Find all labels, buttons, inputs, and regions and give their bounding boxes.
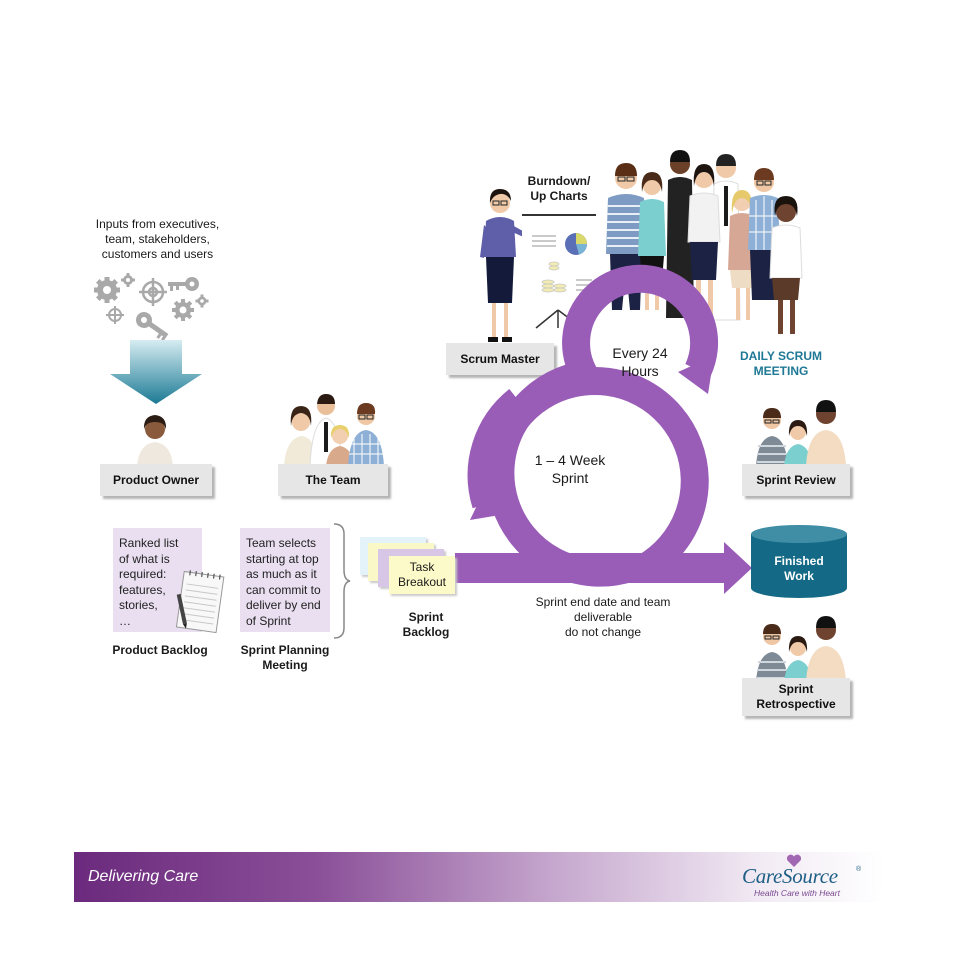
list-lines-icon [532, 235, 556, 247]
daily-scrum-label: DAILY SCRUM MEETING [739, 349, 822, 378]
brand-name: CareSource [742, 864, 838, 888]
sprint-backlog-label: Sprint Backlog [402, 610, 450, 639]
finished-work-cylinder [751, 525, 847, 598]
sprint-review-figures [756, 400, 846, 466]
task-breakout-note: Task Breakout [389, 556, 455, 594]
finished-arrowhead [724, 542, 752, 594]
sprint-arrowhead [470, 478, 518, 520]
product-owner-figure [137, 415, 173, 466]
sprint-end-note: Sprint end date and team deliverable do … [535, 595, 671, 639]
brand-tagline: Health Care with Heart [754, 888, 840, 898]
target-icon [139, 278, 167, 306]
gear-icon [94, 277, 120, 303]
product-backlog-note: Ranked list of what is required: feature… [113, 528, 202, 632]
sprint-review-label: Sprint Review [742, 464, 850, 496]
task-breakout-label: Task Breakout [397, 560, 447, 589]
sprint-planning-note: Team selects starting at top as much as … [240, 528, 330, 632]
key-icon [168, 277, 199, 291]
scrum-master-figure [480, 189, 530, 342]
daily-loop-arc [562, 264, 719, 389]
sprint-planning-label: Sprint Planning Meeting [240, 643, 330, 672]
sprint-retrospective-figures [756, 616, 846, 682]
pencil-icon [176, 593, 187, 629]
funnel-arrow [110, 340, 202, 404]
inputs-icons [94, 273, 209, 340]
footer-tagline: Delivering Care [88, 868, 199, 885]
gear-icon [121, 273, 135, 287]
sprint-retrospective-label: Sprint Retrospective [742, 678, 850, 716]
product-backlog-label: Product Backlog [112, 643, 208, 657]
sprint-cycle-label: 1 – 4 Week Sprint [534, 452, 606, 486]
notepad-icon [175, 570, 225, 634]
burndown-title: Burndown/ Up Charts [527, 174, 591, 203]
inputs-text: Inputs from executives, team, stakeholde… [95, 217, 220, 261]
daily-cycle-label: Every 24 Hours [612, 345, 668, 379]
team-figures [284, 394, 384, 466]
crosshair-icon [106, 306, 124, 324]
daily-arrowhead [678, 356, 714, 394]
finished-work-label: Finished Work [774, 554, 824, 583]
heart-icon [786, 854, 802, 867]
scrum-master-label: Scrum Master [446, 343, 554, 375]
coins-icon [541, 261, 567, 293]
product-owner-label: Product Owner [100, 464, 212, 496]
pie-chart-icon [565, 233, 587, 255]
key-icon [136, 312, 169, 340]
caresource-logo: CareSource ® Health Care with Heart [742, 854, 866, 900]
brace-icon [333, 523, 351, 639]
gear-icon [195, 294, 209, 308]
footer-bar [74, 852, 884, 902]
daily-scrum-crowd [606, 150, 803, 334]
brand-trademark: ® [856, 866, 862, 873]
the-team-label: The Team [278, 464, 388, 496]
gear-icon [172, 299, 194, 321]
